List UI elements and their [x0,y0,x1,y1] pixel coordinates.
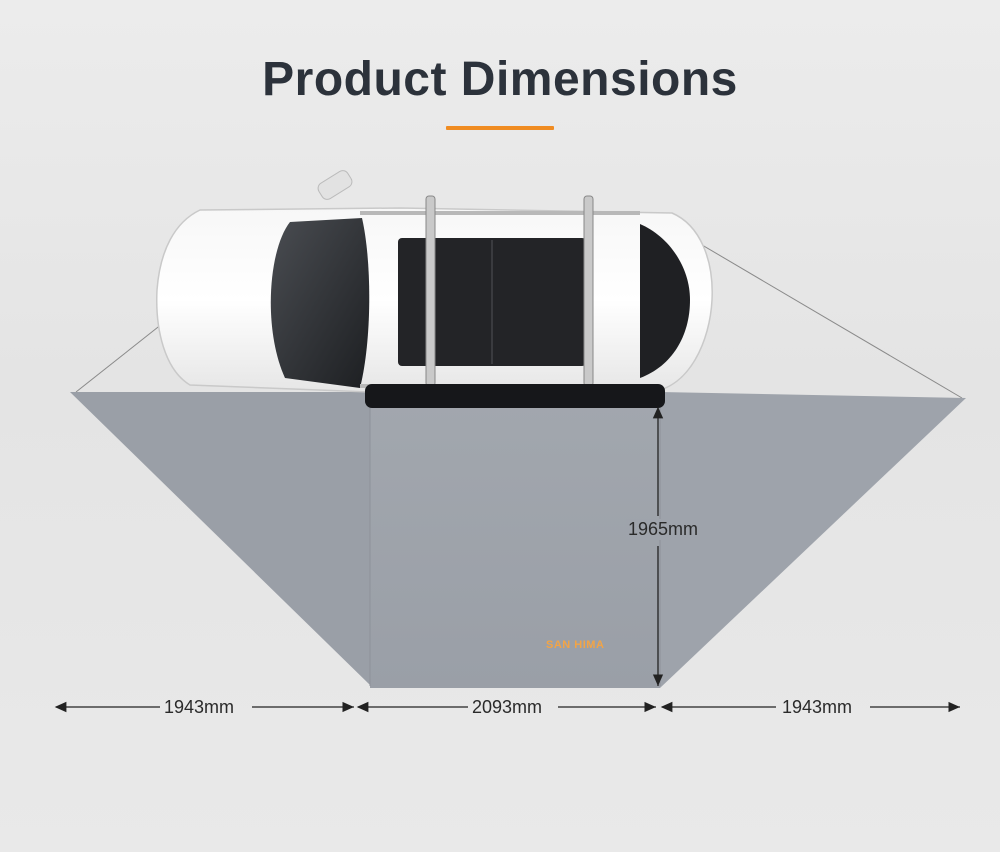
crossbar-front [425,195,436,387]
guy-line-right [679,231,963,399]
title-underline [446,126,554,130]
crossbar-rear [583,195,594,387]
windshield [270,218,370,388]
rear-window [640,224,690,378]
awning-panel-right [660,392,966,688]
brand-mark: SAN HIMA [546,639,605,651]
dimension-right-width: 1943mm [782,697,853,717]
dimension-lines [54,406,960,713]
dimension-depth: 1965mm [626,519,701,540]
awning-bag [365,384,665,408]
dimension-center-width: 2093mm [472,697,543,717]
dimension-left-width: 1943mm [164,697,235,717]
awning-fabric [70,392,966,688]
car-top-view [156,170,713,408]
awning-panel-left [70,392,370,685]
side-mirror [317,170,353,200]
awning-panel-center [370,392,660,688]
page-title: Product Dimensions [262,53,738,106]
